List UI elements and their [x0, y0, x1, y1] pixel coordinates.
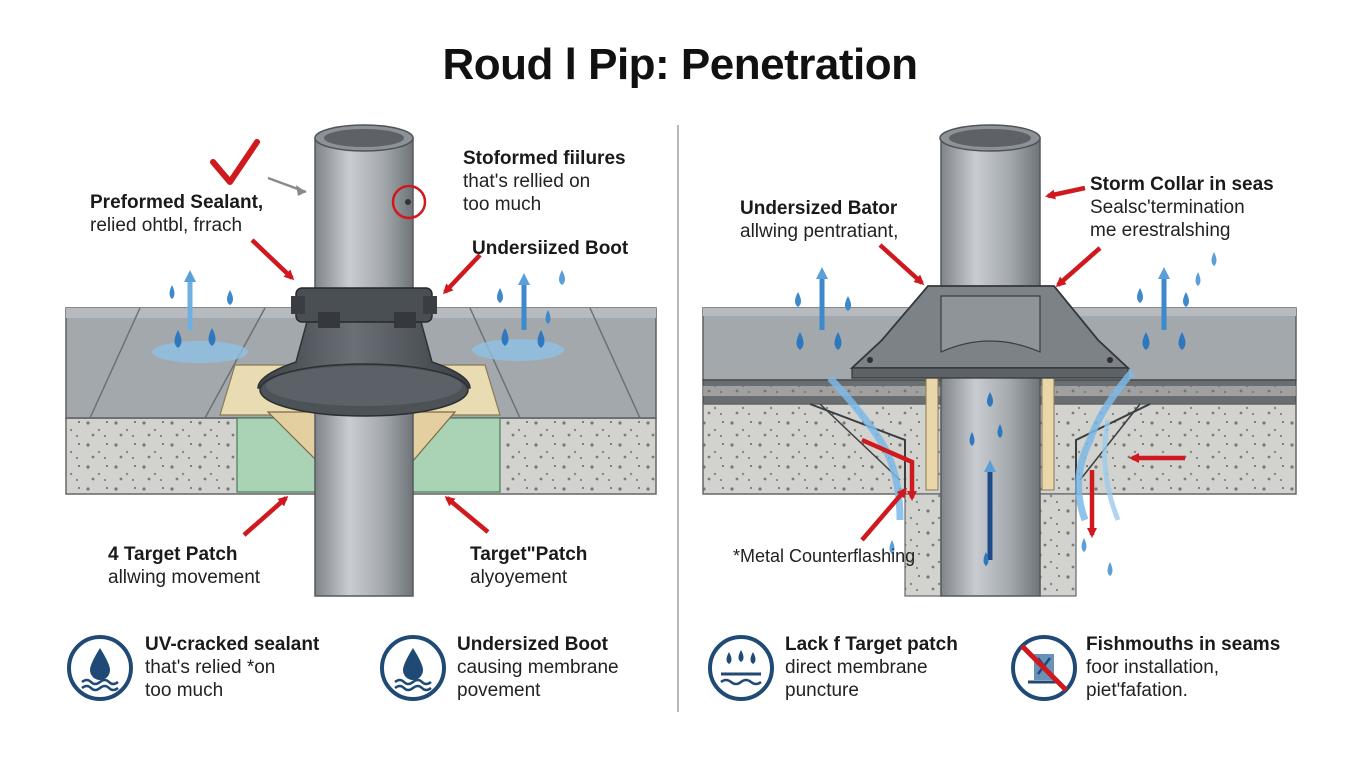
left-water-intrusion	[169, 270, 565, 348]
water-drop-icon	[380, 635, 446, 701]
right-callout-arrows	[860, 185, 1185, 542]
footer-item-undersized-boot: Undersized Boot causing membrane povemen…	[457, 634, 619, 701]
failure-dot-marker	[405, 199, 411, 205]
label-stoformed-failures: Stoformed fiilures that's rellied on too…	[463, 148, 626, 215]
label-undersiized-boot: Undersiized Boot	[472, 238, 629, 259]
failure-circle-marker	[391, 184, 427, 220]
label-storm-collar: Storm Collar in seas Sealsc'termination …	[1090, 174, 1274, 241]
right-roof-assembly	[702, 124, 1297, 597]
left-roof-assembly	[65, 124, 657, 597]
check-mark-icon	[210, 139, 260, 185]
label-undersized-bator: Undersized Bator allwing pentratiant,	[740, 198, 899, 242]
label-metal-counterflashing: *Metal Counterflashing	[733, 546, 916, 566]
footer-item-lack-target-patch: Lack f Target patch direct membrane punc…	[785, 634, 958, 701]
no-symbol-icon	[1011, 635, 1077, 701]
drips-icon	[708, 635, 774, 701]
label-preformed-sealant: Preformed Sealant, relied ohtbl, frrach	[90, 192, 264, 236]
water-drop-icon	[67, 635, 133, 701]
footer-item-uv-cracked: UV-cracked sealant that's relied *on too…	[145, 634, 320, 701]
gray-pointer-arrowhead	[296, 185, 306, 196]
left-callout-arrows	[242, 238, 490, 537]
footer-item-fishmouths: Fishmouths in seams foor installation, p…	[1086, 634, 1281, 701]
label-target-patch-left: 4 Target Patch allwing movement	[108, 544, 261, 588]
page-title: Roud l Pip: Penetration	[442, 40, 918, 89]
label-target-patch-mid: Target"Patch alyoyement	[470, 544, 588, 588]
